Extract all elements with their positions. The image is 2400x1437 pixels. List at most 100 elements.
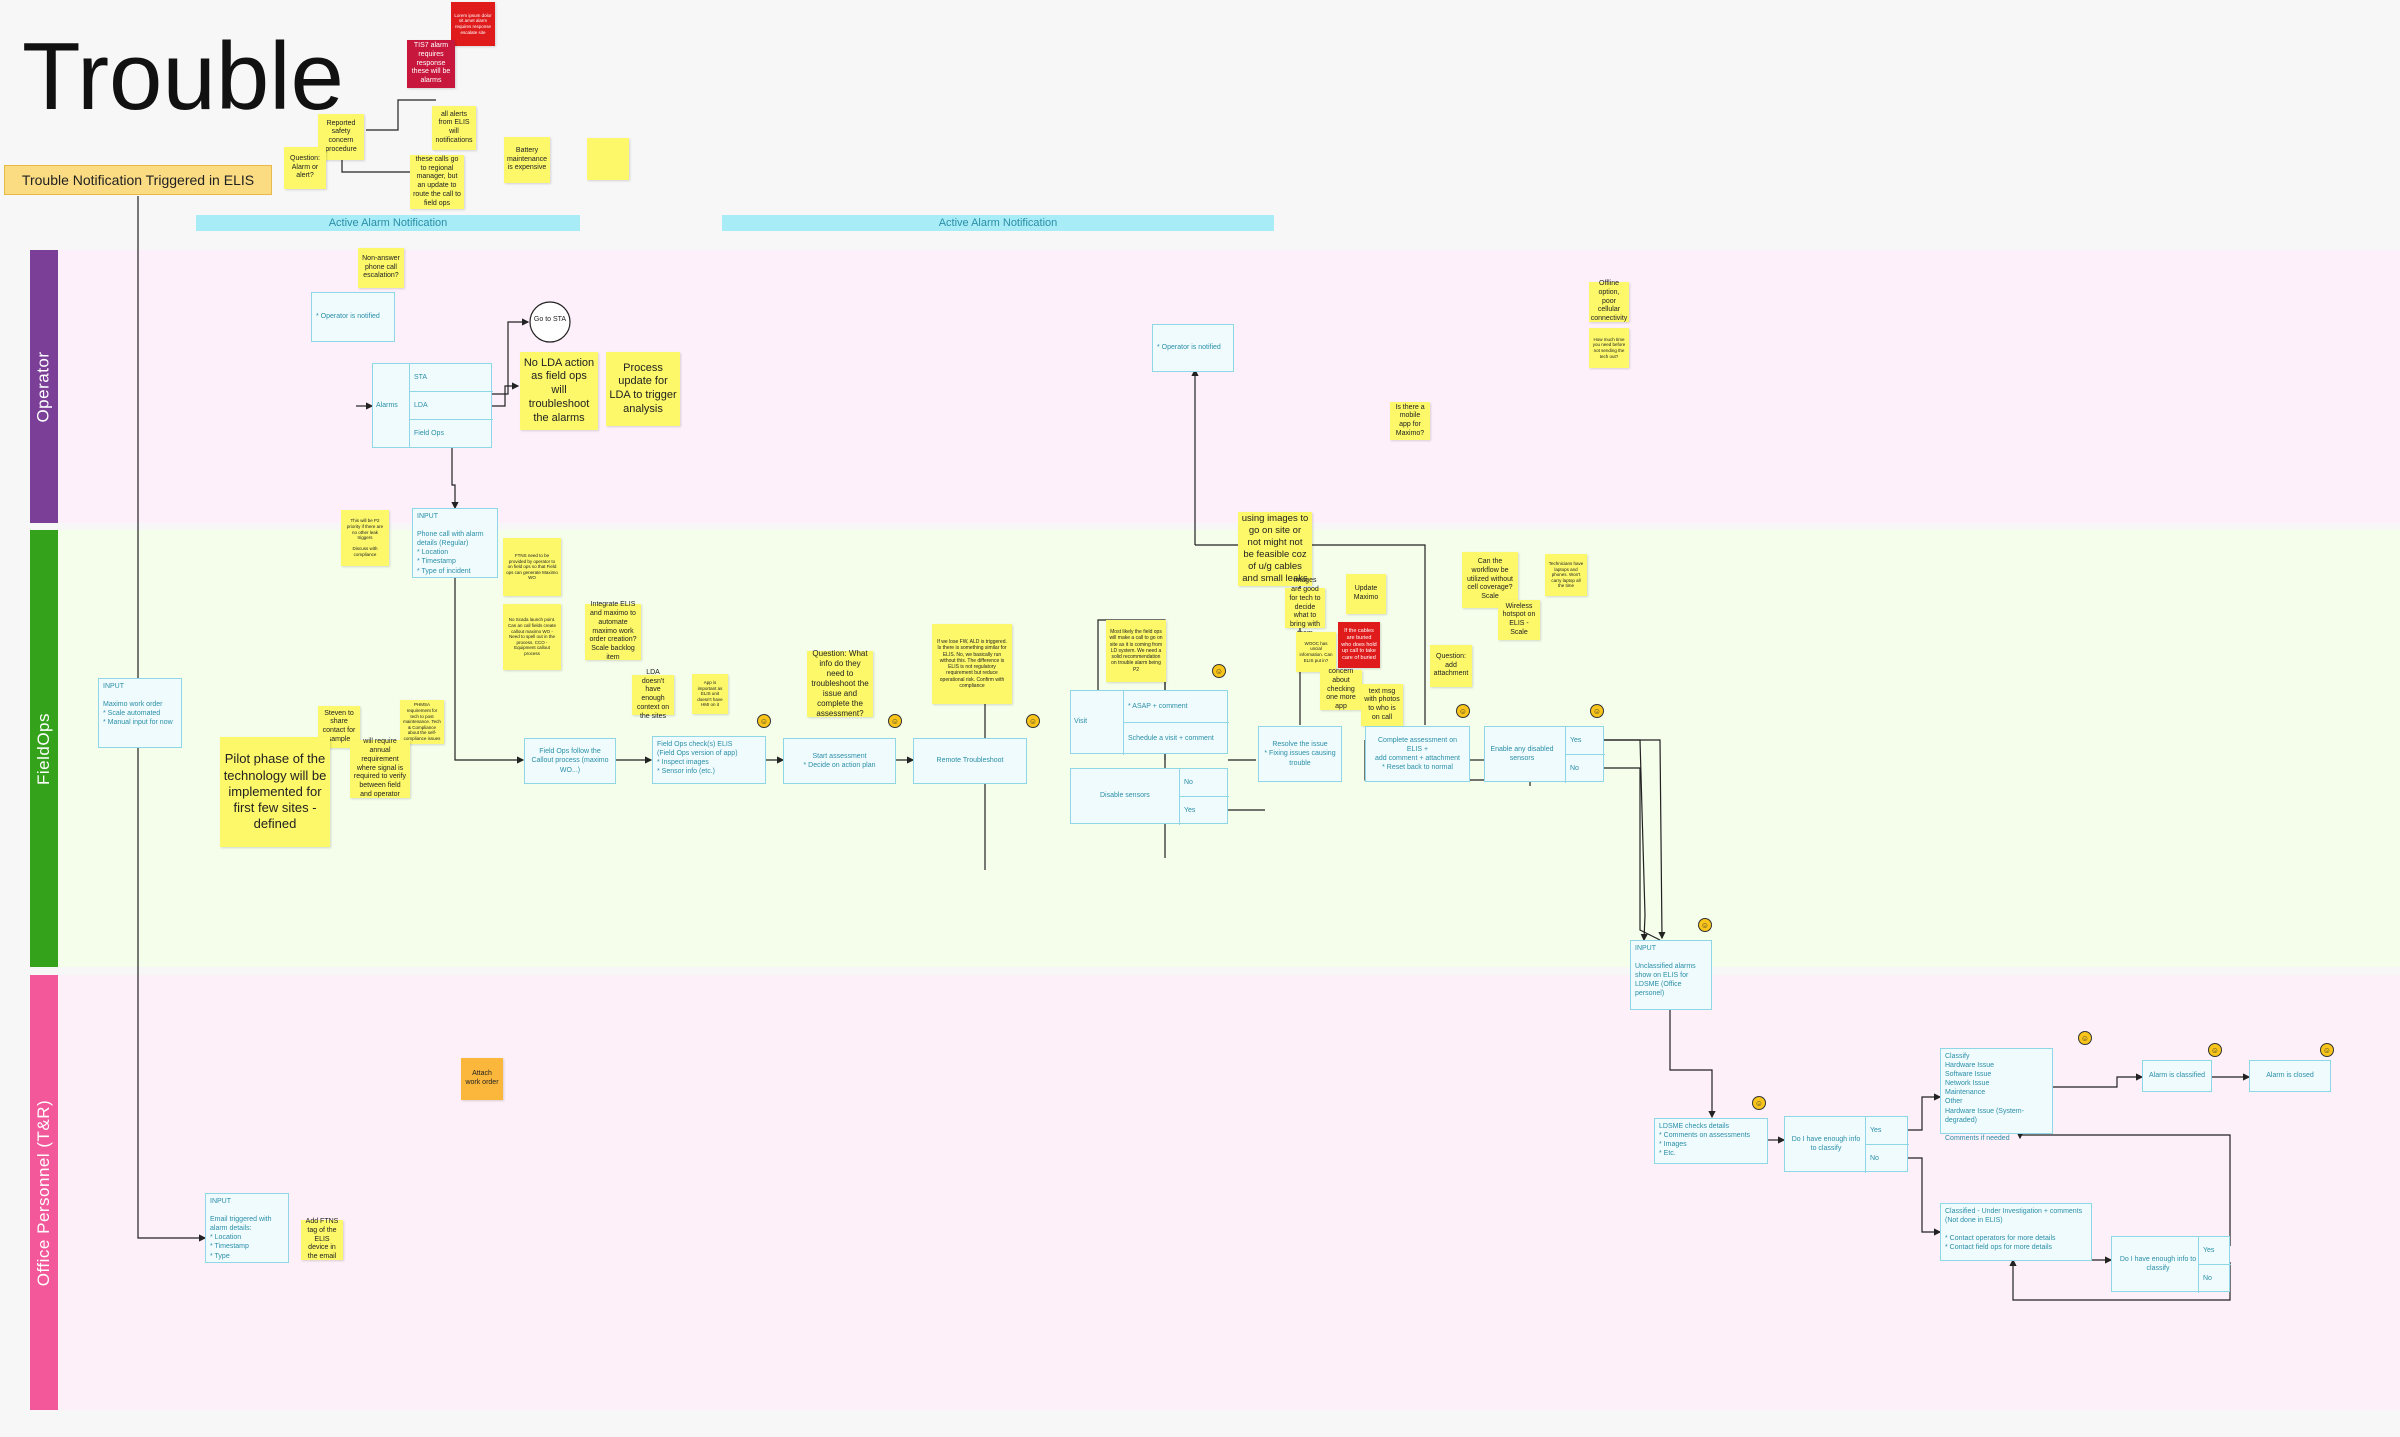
sticky-images-good[interactable]: Images are good for tech to decide what … — [1285, 577, 1325, 637]
lane-tab-operator: Operator — [30, 250, 58, 523]
alarms-text: Alarms — [376, 402, 398, 409]
sticky-using-images[interactable]: using images to go on site or not might … — [1238, 512, 1312, 586]
input-unclassified-box[interactable]: INPUT Unclassified alarms show on ELIS f… — [1630, 940, 1712, 1010]
input-maximo-box[interactable]: INPUT Maximo work order * Scale automate… — [98, 678, 182, 748]
enough-info-label-1: Do I have enough info to classify — [1791, 1136, 1861, 1153]
lane-tab-office: Office Personnel (T&R) — [30, 975, 58, 1410]
sticky-battery[interactable]: Battery maintenance is expensive — [504, 137, 550, 183]
enough-info-box-2[interactable]: Do I have enough info to classify Yes No — [2111, 1236, 2231, 1293]
lane-tab-fieldops: FieldOps — [30, 530, 58, 967]
field-ops-check-box[interactable]: Field Ops check(s) ELIS (Field Ops versi… — [652, 736, 766, 784]
sticky-attach[interactable]: Attach work order — [461, 1058, 503, 1100]
sticky-can-workflow[interactable]: Can the workflow be utilized without cel… — [1462, 552, 1518, 608]
sticky-reported-concern[interactable]: Reported safety concern procedure — [318, 114, 364, 160]
sticky-mobile-app[interactable]: Is there a mobile app for Maximo? — [1390, 402, 1430, 440]
sticky-non-answer[interactable]: Non-answer phone call escalation? — [358, 248, 404, 288]
sticky-no-lda[interactable]: No LDA action as field ops will troubles… — [520, 352, 598, 430]
emoji-icon: ☺ — [1752, 1096, 1766, 1110]
sticky-alarm-requires-response[interactable]: TIS7 alarm requires response these will … — [407, 40, 455, 88]
resolve-issue-box[interactable]: Resolve the issue * Fixing issues causin… — [1258, 726, 1342, 782]
ldsme-checks-box[interactable]: LDSME checks details * Comments on asses… — [1654, 1118, 1768, 1164]
sticky-ppmsa[interactable]: PHMSA requirement for tech to post maint… — [400, 700, 444, 744]
banner-active-alarm-2: Active Alarm Notification — [722, 215, 1274, 231]
sticky-text-msg[interactable]: text msg with photos to who is on call — [1361, 684, 1403, 726]
classify-box[interactable]: Classify Hardware Issue Software Issue N… — [1940, 1048, 2053, 1142]
sticky-pilot-phase[interactable]: Pilot phase of the technology will be im… — [220, 737, 330, 847]
sticky-ftns-tag[interactable]: Add FTNS tag of the ELIS device in the e… — [301, 1218, 343, 1260]
visit-option-asap[interactable]: * ASAP + comment — [1123, 691, 1229, 723]
sticky-question-alarm[interactable]: Question: Alarm or alert? — [284, 147, 326, 189]
emoji-icon: ☺ — [2078, 1031, 2092, 1045]
sticky-woo-has[interactable]: WOOC has uncial information. Can ELIS pu… — [1296, 632, 1336, 672]
classified-under-box[interactable]: Classified - Under Investigation + comme… — [1940, 1203, 2092, 1261]
sticky-integrate-elis[interactable]: Integrate ELIS and maximo to automate ma… — [585, 601, 641, 661]
sticky-app-important[interactable]: App is important as ELIS unit doesn't ha… — [692, 674, 728, 714]
enough-option-yes-1[interactable]: Yes — [1865, 1117, 1909, 1145]
sticky-these-calls[interactable]: these calls go to regional manager, but … — [410, 155, 464, 209]
alarm-option-sta[interactable]: STA — [409, 364, 493, 392]
emoji-icon: ☺ — [888, 714, 902, 728]
sticky-cable-buried[interactable]: If the cables are buried who does hold u… — [1338, 622, 1380, 668]
emoji-icon: ☺ — [1456, 704, 1470, 718]
enough-option-no-1[interactable]: No — [1865, 1145, 1909, 1173]
sticky-technicians[interactable]: Technicians have laptops and phones. Won… — [1545, 554, 1587, 596]
enough-info-box-1[interactable]: Do I have enough info to classify Yes No — [1784, 1116, 1909, 1173]
enough-info-label-2: Do I have enough info to classify — [2119, 1256, 2197, 1273]
enough-option-yes-2[interactable]: Yes — [2198, 1237, 2231, 1265]
operator-notified-box-2[interactable]: * Operator is notified — [1152, 324, 1234, 372]
alarm-option-lda[interactable]: LDA — [409, 392, 493, 420]
page-title: Trouble — [22, 23, 344, 130]
sticky-process-update[interactable]: Process update for LDA to trigger analys… — [606, 352, 680, 426]
sticky-fw-ald[interactable]: If we lose FW, ALD is triggered. Is ther… — [932, 624, 1012, 704]
enable-sensors-box[interactable]: Enable any disabled sensors Yes No — [1484, 726, 1605, 783]
sticky-update-maximo[interactable]: Update Maximo — [1346, 574, 1386, 614]
emoji-icon: ☺ — [1026, 714, 1040, 728]
emoji-icon: ☺ — [757, 714, 771, 728]
office-lane — [56, 975, 2400, 1410]
sticky-top-red[interactable]: Lorem ipsum dolor sit amet alarm require… — [451, 2, 495, 46]
alarm-option-field-ops[interactable]: Field Ops — [409, 420, 493, 448]
remote-troubleshoot-box[interactable]: Remote Troubleshoot — [913, 738, 1027, 784]
banner-active-alarm-1: Active Alarm Notification — [196, 215, 580, 231]
sticky-blank[interactable] — [587, 138, 629, 180]
sticky-offline[interactable]: Offline option, poor cellular connectivi… — [1589, 280, 1629, 323]
visit-decision-box[interactable]: * ASAP + comment Schedule a visit + comm… — [1070, 690, 1229, 755]
disable-sensors-box[interactable]: No Yes — [1070, 768, 1229, 825]
start-assessment-box[interactable]: Start assessment * Decide on action plan — [783, 738, 896, 784]
sticky-p2-priority[interactable]: This will be P2 priority if there are no… — [341, 510, 389, 566]
enough-option-no-2[interactable]: No — [2198, 1265, 2231, 1293]
sticky-all-alerts[interactable]: all alerts from ELIS will notifications — [432, 106, 476, 150]
visit-label: Visit — [1074, 718, 1088, 725]
sticky-wireless[interactable]: Wireless hotspot on ELIS - Scale — [1498, 600, 1540, 640]
sticky-concern[interactable]: concern about checking one more app — [1320, 668, 1362, 710]
complete-assessment-box[interactable]: Complete assessment on ELIS + add commen… — [1365, 726, 1470, 782]
alarm-closed-box[interactable]: Alarm is closed — [2249, 1060, 2331, 1092]
go-to-sta-circle[interactable] — [529, 301, 571, 343]
sticky-most-likely[interactable]: Most likely the field ops will make a ca… — [1106, 620, 1166, 682]
sticky-question-add[interactable]: Question: add attachment — [1430, 645, 1472, 687]
disable-option-yes[interactable]: Yes — [1179, 797, 1229, 825]
trigger-box[interactable]: Trouble Notification Triggered in ELIS — [4, 165, 272, 195]
field-ops-callout-box[interactable]: Field Ops follow the Callout process (ma… — [524, 738, 616, 784]
operator-notified-box-1[interactable]: * Operator is notified — [311, 292, 395, 342]
sticky-ftns-provided[interactable]: FTNS need to be provided by operator to … — [503, 538, 561, 596]
sticky-annual[interactable]: will require annual requirement where si… — [350, 738, 410, 798]
alarms-decision-box[interactable]: STA LDA Field Ops — [372, 363, 493, 448]
sticky-question-info[interactable]: Question: What info do they need to trou… — [807, 649, 873, 718]
input-phone-call-box[interactable]: INPUT Phone call with alarm details (Reg… — [412, 508, 498, 578]
emoji-icon: ☺ — [1698, 918, 1712, 932]
fieldops-lane — [56, 530, 2400, 967]
go-to-sta-label: Go to STA — [533, 316, 567, 323]
alarm-classified-box[interactable]: Alarm is classified — [2142, 1060, 2212, 1092]
enable-option-no[interactable]: No — [1565, 755, 1605, 783]
disable-option-no[interactable]: No — [1179, 769, 1229, 797]
emoji-icon: ☺ — [2208, 1043, 2222, 1057]
emoji-icon: ☺ — [1212, 664, 1226, 678]
visit-option-schedule[interactable]: Schedule a visit + comment — [1123, 723, 1229, 755]
sticky-lda-doesnt[interactable]: LDA doesn't have enough context on the s… — [632, 669, 674, 720]
sticky-how-much-time[interactable]: How much time you need before not sendin… — [1589, 328, 1629, 368]
input-email-box[interactable]: INPUT Email triggered with alarm details… — [205, 1193, 289, 1263]
sticky-no-scada[interactable]: No Scada launch point. Can an call field… — [503, 604, 561, 670]
enable-option-yes[interactable]: Yes — [1565, 727, 1605, 755]
emoji-icon: ☺ — [1590, 704, 1604, 718]
